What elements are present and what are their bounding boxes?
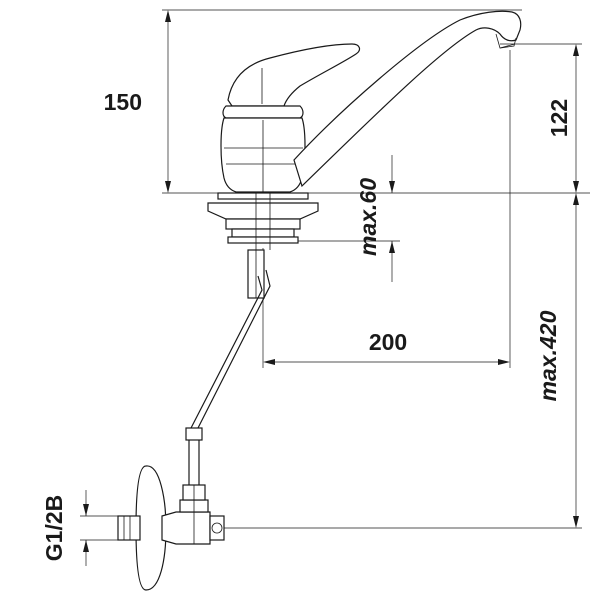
dimension-200-label: 200 xyxy=(369,329,407,355)
dimension-122: 122 xyxy=(546,44,579,193)
flexible-hose xyxy=(185,269,271,485)
dimension-g12b-label: G1/2B xyxy=(41,495,67,561)
angle-valve xyxy=(117,465,225,591)
handle-cap xyxy=(222,105,304,119)
dimension-max60: max.60 xyxy=(355,155,395,282)
inlet-thread xyxy=(117,515,141,541)
dimension-max420-label: max.420 xyxy=(535,310,561,401)
dimension-200: 200 xyxy=(263,329,510,365)
spout xyxy=(293,10,522,188)
lever-handle xyxy=(227,43,361,107)
extension-lines xyxy=(80,9,590,541)
dimension-g12b: G1/2B xyxy=(41,490,89,566)
dimension-122-label: 122 xyxy=(546,99,572,137)
dimension-max420: max.420 xyxy=(535,193,579,528)
dimension-150: 150 xyxy=(104,10,171,193)
mounting-assembly xyxy=(207,192,319,299)
faucet-body xyxy=(220,10,522,193)
dimension-150-label: 150 xyxy=(104,89,142,115)
dimension-max60-label: max.60 xyxy=(355,178,381,256)
wall-rosette xyxy=(135,465,167,591)
